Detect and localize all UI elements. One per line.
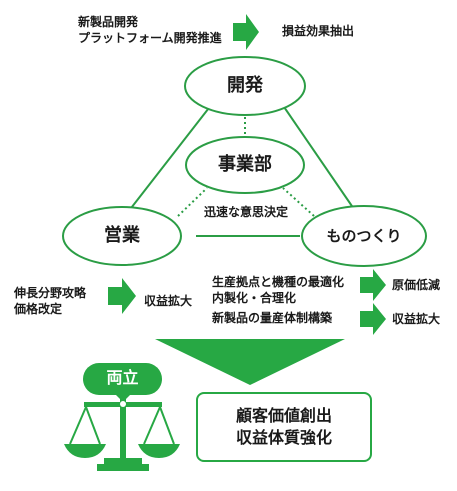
node-sales: [62, 206, 182, 266]
edge-dev-manufacturing: [281, 103, 357, 213]
mid-left-arrow-icon: [108, 278, 136, 314]
dotted-manufacturing-division: [282, 187, 315, 217]
mid-right-line-1: 生産拠点と機種の最適化: [212, 275, 345, 289]
label-development: 開発: [227, 75, 263, 96]
dotted-sales-division: [177, 187, 208, 217]
mid-left-line-2: 価格改定: [14, 302, 63, 316]
label-manufacturing: ものつくり: [326, 227, 402, 245]
balance-label: 両立: [106, 368, 139, 387]
right-arrow-2-icon: [360, 303, 386, 335]
node-development: [184, 56, 306, 116]
balance-scale-icon: [64, 363, 180, 471]
outcome-line-2: 収益体質強化: [235, 428, 332, 447]
right-arrow-1-icon: [360, 269, 386, 301]
mid-right-line-2: 内製化・合理化: [212, 291, 297, 305]
node-division: [185, 136, 305, 194]
center-caption: 迅速な意思決定: [203, 205, 288, 219]
outcome-line-1: 顧客価値創出: [235, 406, 332, 425]
edge-dev-sales: [127, 103, 213, 213]
top-left-line-2: プラットフォーム開発推進: [78, 31, 222, 45]
mid-right-line-3: 新製品の量産体制構築: [212, 311, 333, 325]
top-arrow-icon: [233, 14, 259, 50]
big-down-arrow-icon: [155, 339, 345, 385]
top-left-line-1: 新製品開発: [78, 15, 139, 29]
label-sales: 営業: [104, 225, 140, 246]
mid-left-line-1: 伸長分野攻略: [14, 286, 87, 300]
mid-right-result-2: 収益拡大: [392, 312, 441, 326]
mid-left-result: 収益拡大: [144, 294, 193, 308]
top-right-result: 損益効果抽出: [282, 24, 355, 38]
label-division: 事業部: [218, 154, 272, 175]
outcome-box: 顧客価値創出 収益体質強化: [196, 392, 372, 462]
mid-right-result-1: 原価低減: [392, 278, 441, 292]
node-manufacturing: [301, 205, 427, 267]
